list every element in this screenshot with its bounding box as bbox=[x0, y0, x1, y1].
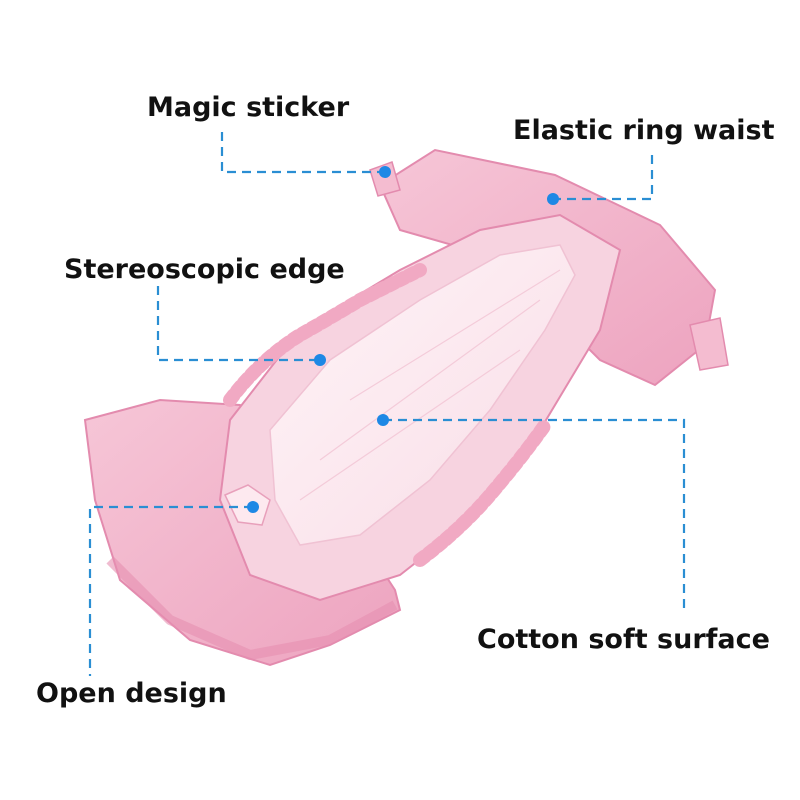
callout-line-stereoscopic-edge bbox=[156, 286, 320, 362]
callout-dot-open-design bbox=[247, 501, 259, 513]
callout-line-cotton-surface bbox=[383, 418, 686, 612]
callout-dot-stereoscopic-edge bbox=[314, 354, 326, 366]
front-waistband bbox=[106, 556, 398, 660]
side-tab-right bbox=[689, 317, 729, 371]
label-stereoscopic-edge: Stereoscopic edge bbox=[64, 254, 345, 285]
label-open-design: Open design bbox=[36, 678, 227, 709]
callout-line-magic-sticker bbox=[220, 132, 385, 174]
callout-lines bbox=[88, 132, 686, 676]
callout-dot-elastic-waist bbox=[547, 193, 559, 205]
stereoscopic-edge-right bbox=[413, 418, 552, 567]
label-elastic-ring-waist: Elastic ring waist bbox=[513, 115, 775, 146]
callout-dot-cotton-surface bbox=[377, 414, 389, 426]
callout-dot-magic-sticker bbox=[379, 166, 391, 178]
callout-dots bbox=[247, 166, 559, 513]
magic-sticker-tab bbox=[369, 161, 401, 197]
core-quilting bbox=[299, 269, 561, 501]
callout-line-open-design bbox=[88, 505, 253, 676]
callout-line-elastic-waist bbox=[553, 155, 654, 201]
absorbent-core bbox=[269, 244, 576, 546]
label-cotton-soft-surface: Cotton soft surface bbox=[477, 624, 770, 655]
stereoscopic-edge-left bbox=[223, 263, 427, 407]
label-magic-sticker: Magic sticker bbox=[147, 92, 350, 123]
